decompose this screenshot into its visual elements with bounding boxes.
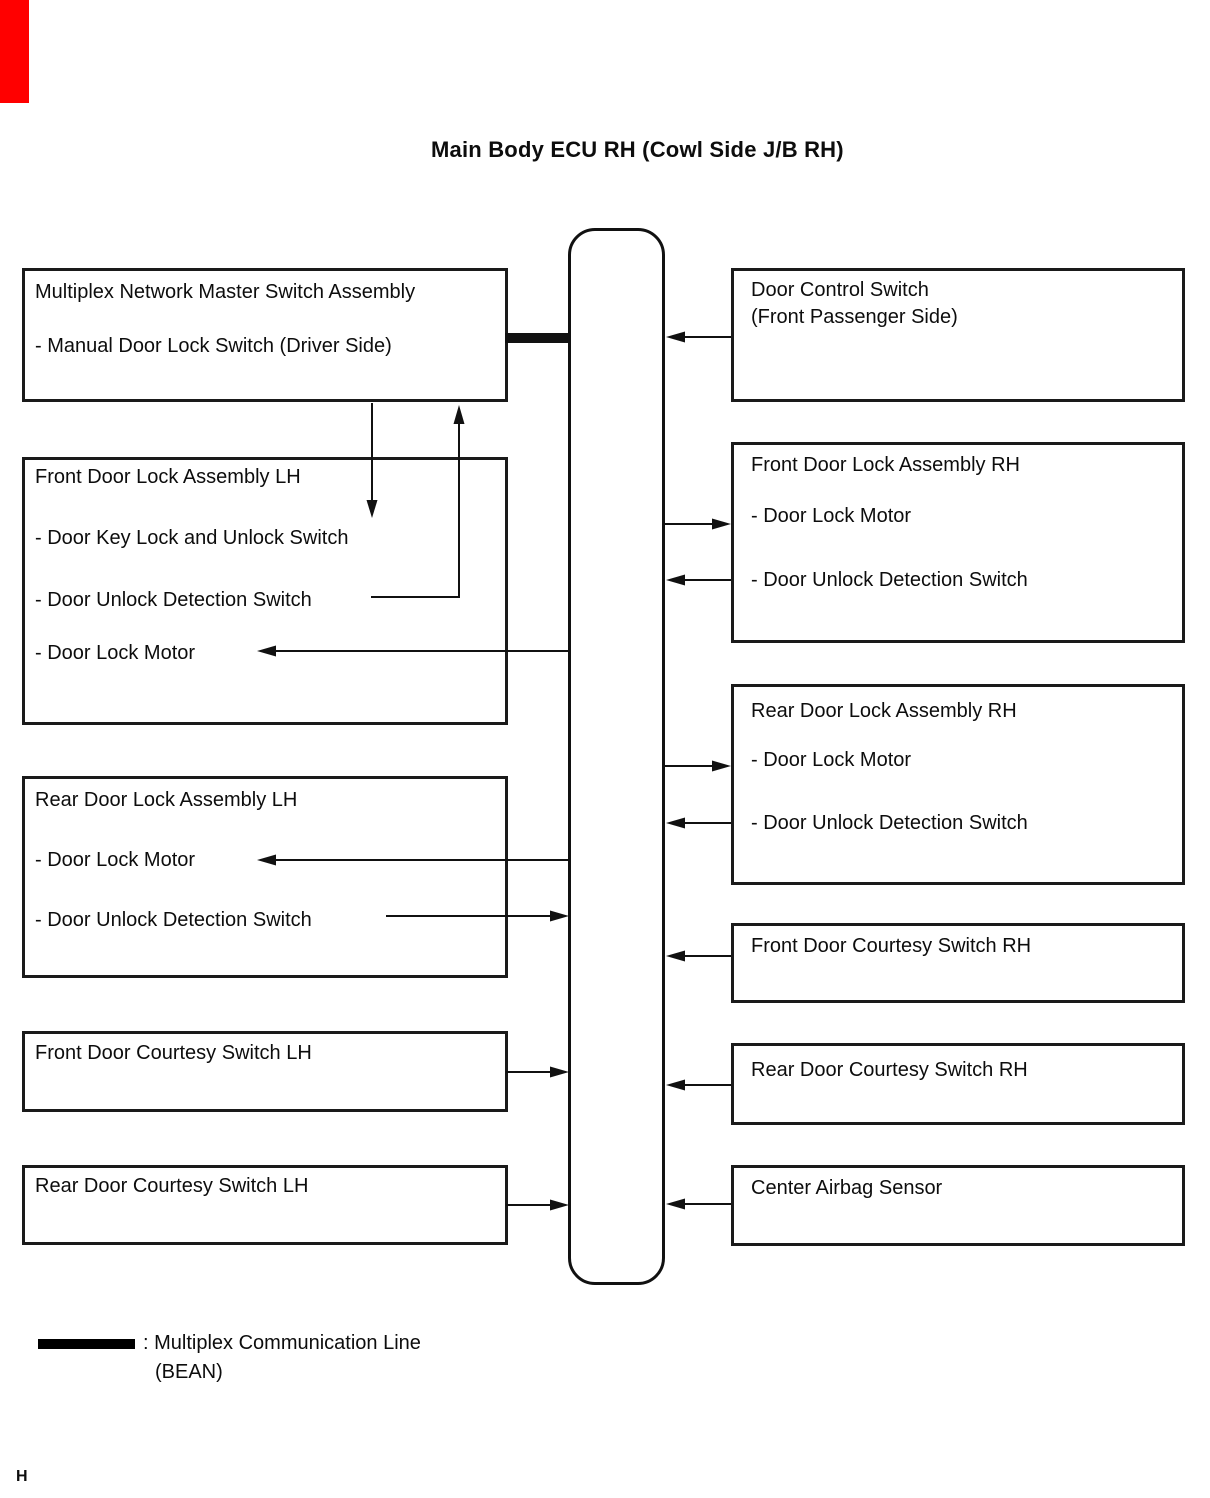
legend-bean-line-swatch	[38, 1339, 135, 1349]
box-line: Rear Door Lock Assembly LH	[35, 789, 298, 811]
box-line: - Door Unlock Detection Switch	[35, 589, 312, 611]
box-line: - Door Lock Motor	[35, 642, 196, 664]
legend-label-line2: (BEAN)	[155, 1361, 223, 1383]
box-line: - Door Unlock Detection Switch	[751, 812, 1028, 834]
box-line: Front Door Courtesy Switch LH	[35, 1042, 312, 1064]
box-line: - Door Lock Motor	[35, 849, 196, 871]
box-line: Rear Door Courtesy Switch RH	[751, 1059, 1028, 1081]
box-line: Rear Door Lock Assembly RH	[751, 700, 1017, 722]
box-door-control-switch: Door Control Switch (Front Passenger Sid…	[731, 268, 1185, 402]
box-line: Front Door Lock Assembly RH	[751, 454, 1020, 476]
box-rear-door-courtesy-switch-rh: Rear Door Courtesy Switch RH	[731, 1043, 1185, 1125]
box-line: - Door Unlock Detection Switch	[35, 909, 312, 931]
box-line: Door Control Switch	[751, 279, 929, 301]
connector-ecu-to-door-lock-motor-front-rh	[664, 518, 731, 530]
connector-unlock-detection-rear-rh-to-ecu	[666, 817, 731, 829]
connector-front-courtesy-lh-to-ecu	[506, 1066, 569, 1078]
box-line: - Manual Door Lock Switch (Driver Side)	[35, 335, 392, 357]
box-line: - Door Lock Motor	[751, 505, 912, 527]
diagram-title: Main Body ECU RH (Cowl Side J/B RH)	[431, 137, 844, 162]
box-line: Rear Door Courtesy Switch LH	[35, 1175, 309, 1197]
red-corner-marker	[0, 0, 29, 103]
box-line: (Front Passenger Side)	[751, 306, 958, 328]
box-line: - Door Unlock Detection Switch	[751, 569, 1028, 591]
connector-door-control-switch-to-ecu	[666, 331, 731, 343]
box-line: - Door Lock Motor	[751, 749, 912, 771]
legend-label: : Multiplex Communication Line	[143, 1332, 421, 1354]
box-multiplex-network-master-switch-assembly: Multiplex Network Master Switch Assembly…	[22, 268, 508, 402]
main-body-ecu-block	[568, 228, 665, 1285]
connector-rear-courtesy-rh-to-ecu	[666, 1079, 731, 1091]
box-line: - Door Key Lock and Unlock Switch	[35, 527, 349, 549]
box-rear-door-lock-assembly-rh: Rear Door Lock Assembly RH - Door Lock M…	[731, 684, 1185, 885]
connector-rear-courtesy-lh-to-ecu	[506, 1199, 569, 1211]
connector-front-courtesy-rh-to-ecu	[666, 950, 731, 962]
connector-center-airbag-sensor-to-ecu	[666, 1198, 731, 1210]
page-footer-mark: H	[16, 1468, 28, 1485]
box-front-door-courtesy-switch-lh: Front Door Courtesy Switch LH	[22, 1031, 508, 1112]
box-front-door-lock-assembly-rh: Front Door Lock Assembly RH - Door Lock …	[731, 442, 1185, 643]
box-front-door-courtesy-switch-rh: Front Door Courtesy Switch RH	[731, 923, 1185, 1003]
box-center-airbag-sensor: Center Airbag Sensor	[731, 1165, 1185, 1246]
connector-unlock-detection-front-rh-to-ecu	[666, 574, 731, 586]
box-line: Multiplex Network Master Switch Assembly	[35, 281, 416, 303]
box-rear-door-lock-assembly-lh: Rear Door Lock Assembly LH - Door Lock M…	[22, 776, 508, 978]
box-rear-door-courtesy-switch-lh: Rear Door Courtesy Switch LH	[22, 1165, 508, 1245]
box-line: Front Door Courtesy Switch RH	[751, 935, 1032, 957]
box-line: Front Door Lock Assembly LH	[35, 466, 301, 488]
box-line: Center Airbag Sensor	[751, 1177, 943, 1199]
box-front-door-lock-assembly-lh: Front Door Lock Assembly LH - Door Key L…	[22, 457, 508, 725]
connector-ecu-to-door-lock-motor-rear-rh	[664, 760, 731, 772]
